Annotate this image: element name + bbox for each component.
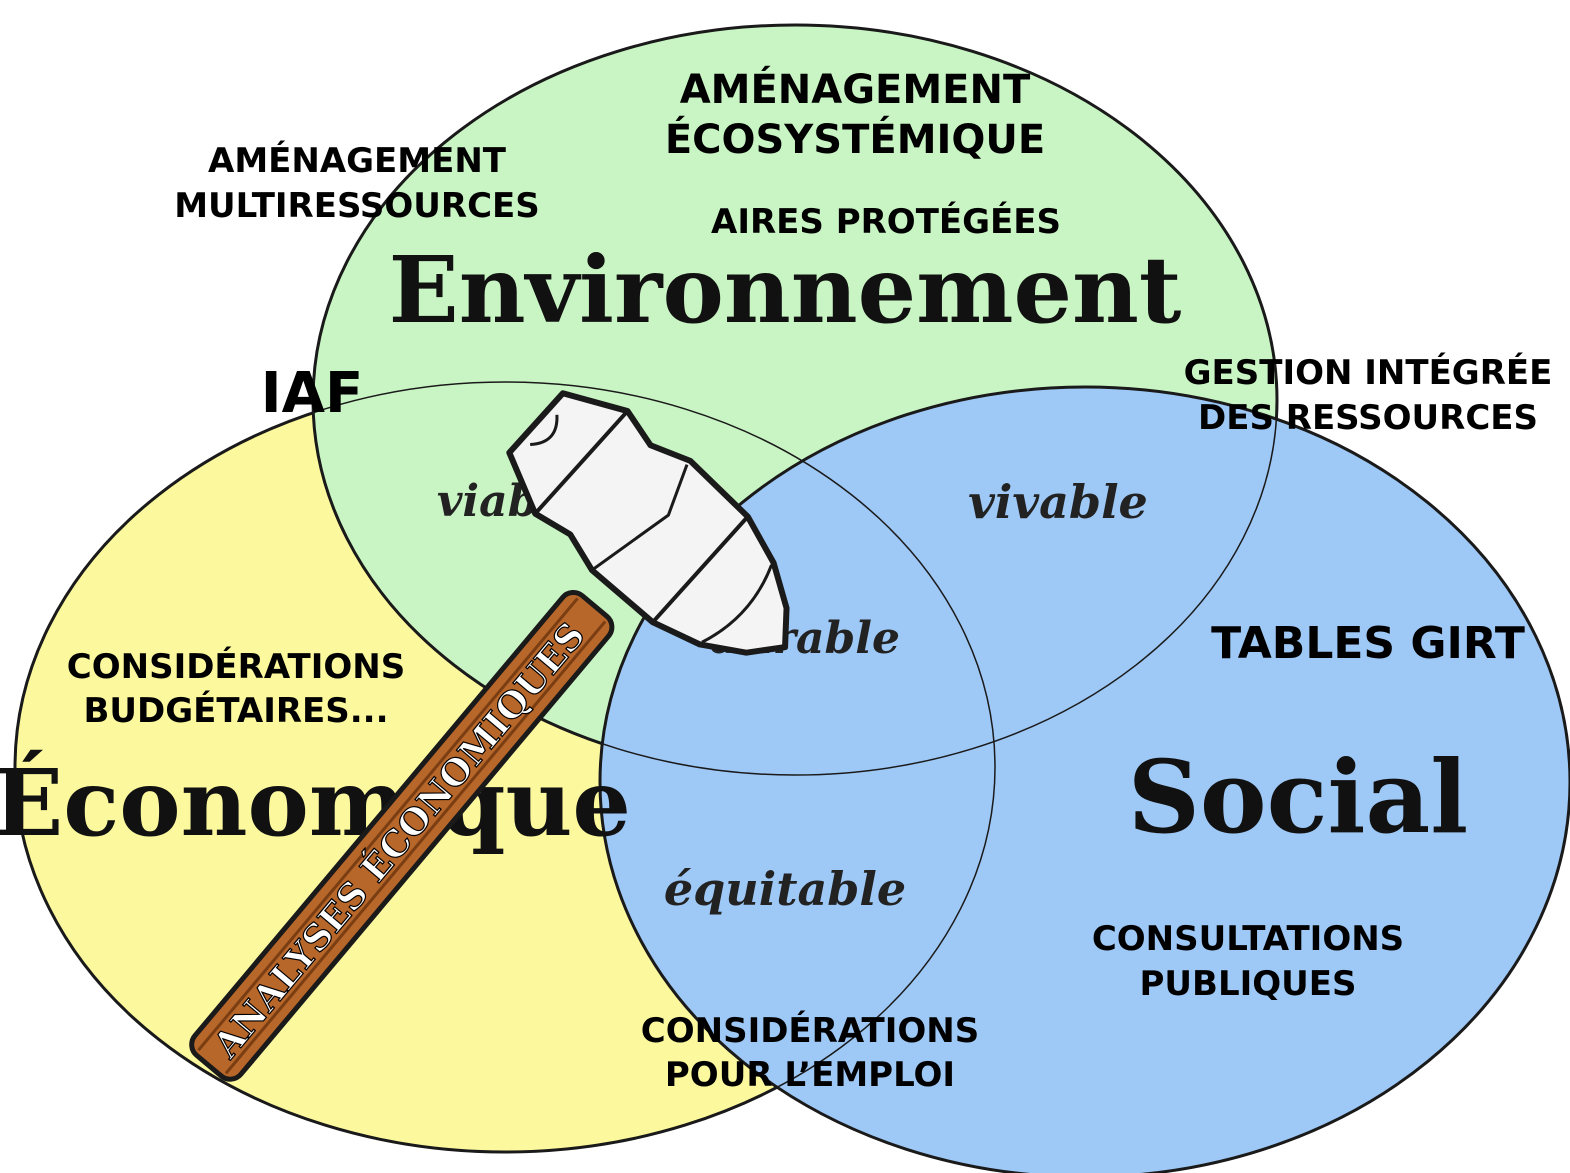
considerations-budgetaires-line1: CONSIDÉRATIONS [67,646,405,687]
considerations-emploi-line2: POUR L’EMPLOI [665,1055,955,1095]
considerations-emploi-line1: CONSIDÉRATIONS [641,1010,979,1051]
equitable-label: équitable [664,862,906,916]
amenagement-multiressources-line2: MULTIRESSOURCES [174,186,540,226]
environment-outline [312,24,1278,776]
economique-title: Économique [0,749,631,857]
tables-girt: TABLES GIRT [1211,618,1525,669]
economique-outline [14,381,996,1153]
environment-title: Environnement [389,236,1182,344]
iaf-label: IAF [261,361,363,426]
amenagement-ecosystemique-line2: ÉCOSYSTÉMIQUE [665,115,1045,163]
hammer-handle [189,589,615,1082]
social-title: Social [1128,738,1469,856]
gestion-integree-line1: GESTION INTÉGRÉE [1184,352,1553,393]
aires-protegees: AIRES PROTÉGÉES [711,201,1061,242]
consultations-publiques-line2: PUBLIQUES [1140,964,1357,1004]
amenagement-ecosystemique-line1: AMÉNAGEMENT [680,65,1031,113]
social-circle [598,385,1570,1173]
hammer-head [506,390,790,656]
consultations-publiques-line1: CONSULTATIONS [1092,919,1404,959]
considerations-budgetaires-line2: BUDGÉTAIRES... [83,690,388,731]
amenagement-multiressources-line1: AMÉNAGEMENT [208,140,507,181]
gestion-integree-line2: DES RESSOURCES [1198,398,1538,438]
vivable-label: vivable [968,475,1148,529]
